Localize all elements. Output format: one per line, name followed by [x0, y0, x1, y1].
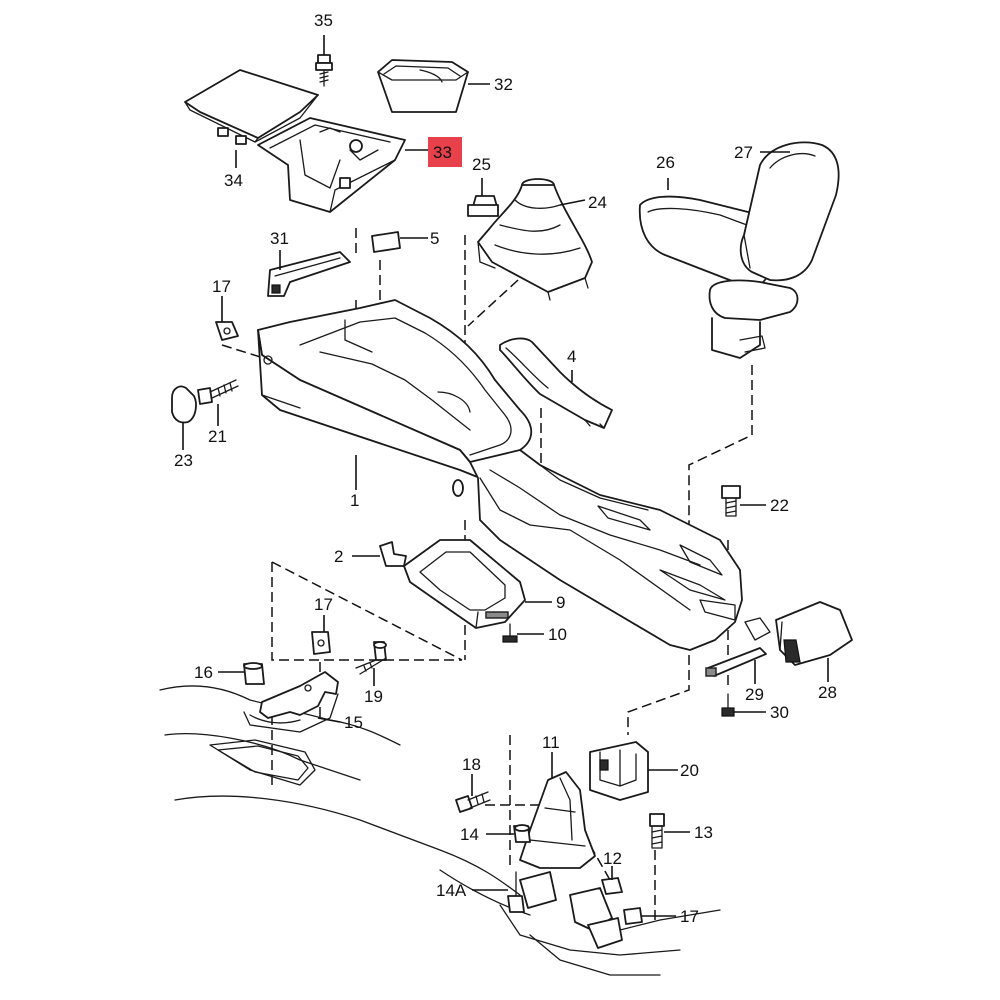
callout-5: 5: [430, 229, 439, 248]
callout-17-bottom: 17: [680, 907, 699, 926]
callout-32: 32: [494, 75, 513, 94]
callout-30: 30: [770, 703, 789, 722]
screw-35: [315, 54, 333, 87]
callout-17-mid: 17: [314, 595, 333, 614]
screw-10: [502, 623, 518, 643]
mounting-blocks: [519, 871, 623, 949]
screw-30: [721, 693, 735, 717]
clip-25: [467, 195, 499, 217]
center-console-1: [257, 299, 771, 651]
nut-clip-17b: [311, 631, 331, 655]
rail-29: [705, 647, 767, 677]
leader-lines: [182, 35, 829, 917]
tray-insert-9: [403, 539, 526, 629]
callout-11: 11: [542, 733, 560, 752]
callout-34: 34: [224, 171, 243, 190]
callout-33: 33: [433, 143, 452, 162]
cap-23: [171, 385, 197, 424]
bolt-13: [649, 813, 665, 849]
shift-boot-24: [477, 178, 593, 301]
callout-35: 35: [314, 11, 333, 30]
shifter-bracket-11: [519, 771, 596, 869]
callout-16: 16: [194, 663, 213, 682]
bolt-22: [721, 485, 741, 517]
callout-1: 1: [350, 491, 359, 510]
callout-28: 28: [818, 683, 837, 702]
bracket-31: [267, 251, 351, 297]
callout-17-top: 17: [212, 277, 231, 296]
callout-18: 18: [462, 755, 481, 774]
lid-34: [184, 69, 319, 145]
bracket-20: [589, 741, 649, 801]
bolt-18: [455, 791, 491, 813]
callout-22: 22: [770, 496, 789, 515]
nut-clip-17c: [623, 907, 643, 925]
trim-strip-4: [499, 337, 613, 429]
callout-12: 12: [603, 849, 622, 868]
callout-4: 4: [567, 347, 576, 366]
end-cap-28: [775, 601, 853, 666]
nut-clip-17a: [215, 321, 239, 341]
callout-9: 9: [556, 593, 565, 612]
holder-33: [257, 117, 406, 213]
callout-24: 24: [588, 193, 607, 212]
cup-tray-32: [377, 59, 469, 113]
bracket-15: [243, 671, 339, 733]
bolt-21: [197, 379, 239, 405]
callout-31: 31: [270, 229, 289, 248]
callout-29: 29: [745, 685, 764, 704]
callout-10: 10: [548, 625, 567, 644]
callout-14A: 14A: [436, 881, 467, 900]
nut-16: [243, 662, 265, 685]
armrest-lid-27: [739, 141, 840, 282]
bolt-19: [355, 641, 387, 675]
callout-27: 27: [734, 143, 753, 162]
highlight-box-33: [428, 137, 462, 167]
callout-23: 23: [174, 451, 193, 470]
callout-20: 20: [680, 761, 699, 780]
callout-13: 13: [694, 823, 713, 842]
stud-14A: [507, 871, 525, 913]
nut-14: [513, 824, 531, 843]
callout-2: 2: [334, 547, 343, 566]
label-5: [371, 231, 401, 253]
callout-14: 14: [460, 825, 479, 844]
callout-25: 25: [472, 155, 491, 174]
callout-15: 15: [344, 713, 363, 732]
callout-21: 21: [208, 427, 227, 446]
clip-2: [379, 541, 407, 567]
floor-tunnel: [159, 685, 721, 976]
callout-19: 19: [364, 687, 383, 706]
clip-12: [601, 877, 623, 895]
callout-labels: 35 32 33 34 25 24 26 27 5 31 17 23 21 4 …: [174, 11, 837, 926]
callout-26: 26: [656, 153, 675, 172]
